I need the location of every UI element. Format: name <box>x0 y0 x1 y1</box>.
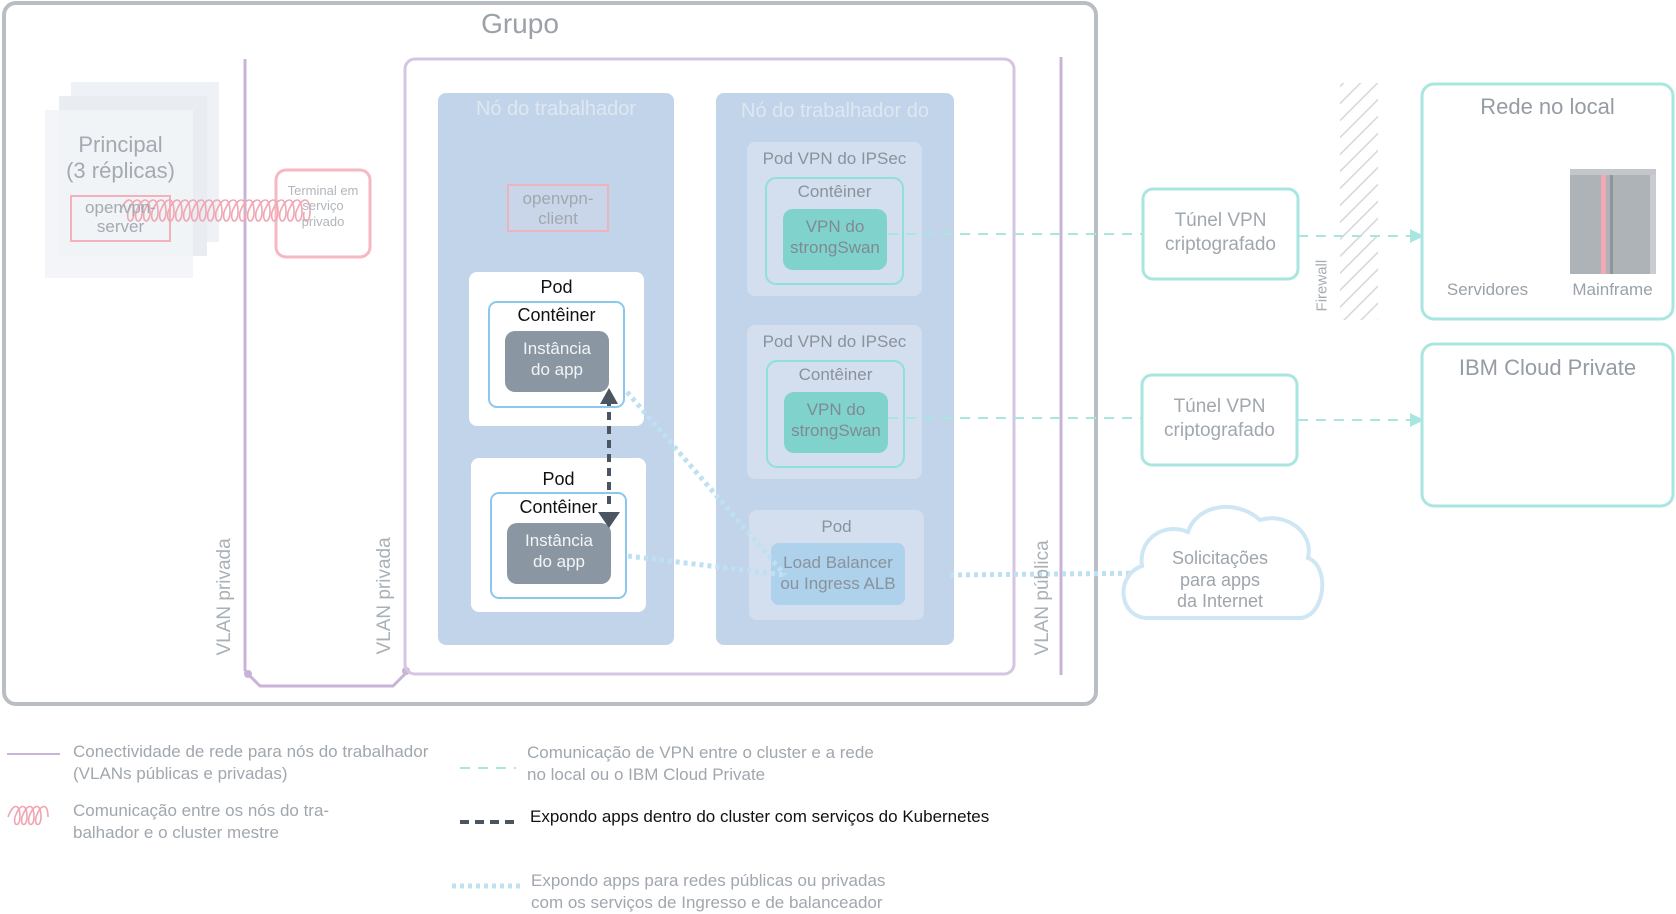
ingress-line-2 <box>627 553 786 578</box>
vlan-public-label: VLAN pública <box>1032 540 1054 656</box>
openvpn-server-box <box>70 195 171 242</box>
master-replica-1 <box>45 110 193 278</box>
vlan-private-connector <box>243 669 410 688</box>
mainframe-label: Mainframe <box>1572 280 1653 299</box>
ingress-line-3 <box>949 570 1159 578</box>
vlan-private-label-2: VLAN privada <box>374 537 396 655</box>
pod-2-app-label: Instância do app <box>524 531 594 572</box>
pod-2-container-label: Contêiner <box>519 497 598 517</box>
cluster-title: Grupo <box>481 8 559 39</box>
legend-vpn-text: Comunicação de VPN entre o cluster e a r… <box>527 743 874 785</box>
pod-2-app <box>507 523 611 584</box>
firewall-hatch <box>1340 83 1378 320</box>
firewall-label: Firewall <box>1313 259 1331 312</box>
master-replicas: (3 réplicas) <box>66 158 175 183</box>
vlan-private-label-1: VLAN privada <box>214 538 236 656</box>
onprem-title: Rede no local <box>1480 94 1615 119</box>
ipsec-pod-2-label: Pod VPN do IPSec <box>762 332 907 351</box>
cluster-boundary <box>2 1 1098 706</box>
internet-cloud <box>1121 505 1325 620</box>
strongswan-2-label: VPN do strongSwan <box>791 400 881 441</box>
lb-pod-label: Pod <box>821 517 852 536</box>
strongswan-1-label: VPN do strongSwan <box>790 217 880 258</box>
ipsec-pod-1-label: Pod VPN do IPSec <box>762 149 907 168</box>
ipsec-pod-2-container <box>766 360 905 468</box>
legend-master-comm-text: Comunicação entre os nós do tra- balhado… <box>73 801 330 843</box>
legend-network-text: Conectividade de rede para nós do trabal… <box>73 742 429 784</box>
openvpn-client-box <box>507 184 609 232</box>
tunnel-box-2 <box>1140 373 1299 467</box>
legend-coil <box>7 805 49 826</box>
pod-1-label: Pod <box>540 277 573 297</box>
strongswan-1 <box>783 209 887 270</box>
ipsec-pod-2-container-label: Contêiner <box>798 365 873 384</box>
tunnel-box-1 <box>1141 187 1300 281</box>
worker-network-boundary <box>403 57 1016 676</box>
icp-title: IBM Cloud Private <box>1458 355 1637 380</box>
legend-ingress-text: Expondo apps para redes públicas ou priv… <box>531 871 886 913</box>
internet-label: Solicitações para apps da Internet <box>1171 548 1269 612</box>
pod-2-label: Pod <box>542 469 575 489</box>
service-endpoint-label: Terminal em serviço privado <box>287 183 359 229</box>
lb-box <box>771 543 905 605</box>
service-endpoint-box <box>274 168 372 259</box>
icp-box <box>1420 342 1675 508</box>
worker-node-1-title: Nó do trabalhador <box>475 98 637 120</box>
ipsec-pod-1-container <box>765 177 904 285</box>
openvpn-server-label: openvpn- server <box>85 198 156 236</box>
master-title: Principal <box>78 132 163 157</box>
legend-k8s-text: Expondo apps dentro do cluster com servi… <box>530 807 990 826</box>
pod-1-container <box>488 301 625 408</box>
tunnel-1-label: Túnel VPN criptografado <box>1165 210 1276 255</box>
openvpn-client-label: openvpn- client <box>522 189 594 229</box>
servers-label: Servidores <box>1446 280 1529 299</box>
pod-1-app-label: Instância do app <box>522 339 592 380</box>
worker-node-2-title: Nó do trabalhador do <box>741 100 929 122</box>
ipsec-pod-1-container-label: Contêiner <box>797 182 872 201</box>
tunnel-2-label: Túnel VPN criptografado <box>1164 396 1275 441</box>
lb-label: Load Balancer ou Ingress ALB <box>780 553 896 594</box>
pod-1-container-label: Contêiner <box>517 305 596 325</box>
master-comm-coil <box>119 199 311 222</box>
pod-2-container <box>490 492 627 599</box>
strongswan-2 <box>784 392 888 453</box>
pod-1-app <box>505 331 609 392</box>
ingress-line-1 <box>625 390 787 577</box>
